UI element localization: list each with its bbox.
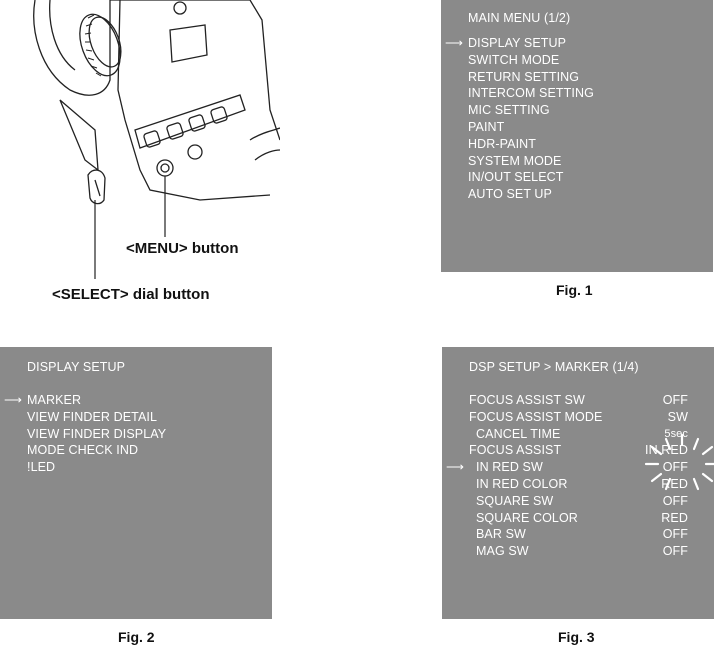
menu-item[interactable]: DISPLAY SETUP xyxy=(468,36,567,50)
screen-title: MAIN MENU (1/2) xyxy=(468,11,571,25)
menu-item-value: RED xyxy=(661,477,688,491)
menu-item[interactable]: IN RED SW xyxy=(476,460,543,475)
menu-item-value: SW xyxy=(667,409,688,424)
menu-item[interactable]: HDR-PAINT xyxy=(468,136,537,151)
menu-item[interactable]: SQUARE SW xyxy=(476,493,554,508)
menu-item-value: OFF xyxy=(662,493,688,508)
menu-item-value: OFF xyxy=(662,544,688,559)
menu-item-value: OFF xyxy=(662,393,688,407)
menu-item[interactable]: SWITCH MODE xyxy=(468,52,560,67)
fig2-caption: Fig. 2 xyxy=(118,629,155,645)
fig3-caption: Fig. 3 xyxy=(558,629,595,645)
menu-item[interactable]: IN RED COLOR xyxy=(476,477,568,491)
menu-item[interactable]: SYSTEM MODE xyxy=(468,153,562,168)
camera-illustration xyxy=(33,0,280,225)
menu-item[interactable]: PAINT xyxy=(468,120,505,134)
menu-button-callout: <MENU> button xyxy=(126,240,239,257)
menu-item-value: RED xyxy=(661,510,688,525)
menu-item-value: OFF xyxy=(662,527,688,542)
menu-item-value: OFF xyxy=(662,460,688,475)
menu-item[interactable]: VIEW FINDER DETAIL xyxy=(27,409,158,424)
menu-item[interactable]: MODE CHECK IND xyxy=(27,443,139,458)
menu-item[interactable]: INTERCOM SETTING xyxy=(468,86,594,101)
select-dial-callout: <SELECT> dial button xyxy=(52,286,210,303)
menu-item[interactable]: RETURN SETTING xyxy=(468,69,580,84)
marker-screen: DSP SETUP > MARKER (1/4) FOCUS ASSIST SW… xyxy=(442,347,720,619)
leader-lines xyxy=(94,225,166,279)
fig1-caption: Fig. 1 xyxy=(556,282,593,298)
menu-item[interactable]: IN/OUT SELECT xyxy=(468,170,564,185)
menu-item[interactable]: BAR SW xyxy=(476,527,526,542)
selection-arrow-icon: ⟶ xyxy=(4,393,23,407)
selection-arrow-icon: ⟶ xyxy=(446,460,465,475)
screen-title: DSP SETUP > MARKER (1/4) xyxy=(469,360,639,374)
menu-item-value: IN RED xyxy=(645,443,688,458)
selection-arrow-icon: ⟶ xyxy=(445,36,464,50)
menu-item[interactable]: FOCUS ASSIST xyxy=(469,443,562,458)
menu-item[interactable]: AUTO SET UP xyxy=(468,187,552,202)
screen-title: DISPLAY SETUP xyxy=(27,360,126,374)
menu-item[interactable]: FOCUS ASSIST SW xyxy=(469,393,585,407)
menu-item[interactable]: MARKER xyxy=(27,393,82,407)
menu-item[interactable]: MAG SW xyxy=(476,544,529,559)
menu-item[interactable]: !LED xyxy=(27,460,56,475)
menu-item[interactable]: SQUARE COLOR xyxy=(476,510,578,525)
main-menu-screen: MAIN MENU (1/2) DISPLAY SETUP SWITCH MODE… xyxy=(441,0,713,272)
menu-item[interactable]: VIEW FINDER DISPLAY xyxy=(27,426,167,441)
menu-item[interactable]: FOCUS ASSIST MODE xyxy=(469,409,603,424)
selection-burst-icon xyxy=(644,433,720,491)
menu-item[interactable]: MIC SETTING xyxy=(468,103,550,118)
menu-item-value: 5sec xyxy=(664,427,688,440)
menu-item[interactable]: CANCEL TIME xyxy=(476,426,561,441)
display-setup-screen: DISPLAY SETUP MARKER VIEW FINDER DETAIL VI… xyxy=(0,347,272,619)
